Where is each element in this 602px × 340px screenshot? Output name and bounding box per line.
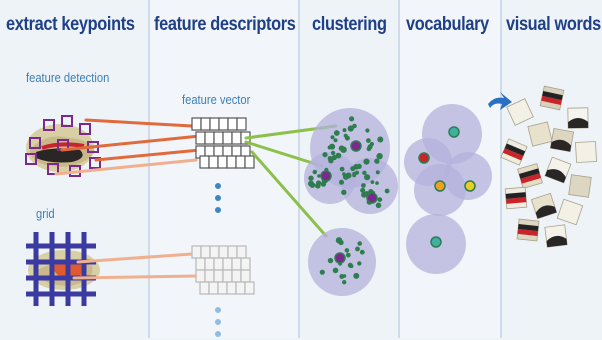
visual-word-patch [517, 163, 543, 189]
cluster-point [322, 152, 328, 158]
cluster-point [341, 189, 347, 195]
descriptor-ellipsis-bottom [215, 307, 221, 337]
visual-word-patch [530, 192, 558, 220]
cluster-point [342, 280, 347, 285]
detected-image [26, 124, 95, 172]
descriptor-stack-bottom [191, 245, 255, 295]
visual-word-patch [556, 198, 584, 226]
cluster-point [375, 159, 380, 164]
cluster-point [339, 166, 345, 172]
keypoint-to-descriptor-links [54, 118, 202, 280]
cluster-point [377, 197, 383, 203]
cluster-point [357, 241, 363, 246]
cluster-point [330, 135, 335, 140]
cluster-point [342, 274, 347, 278]
cluster-point [347, 125, 354, 132]
cluster-point [365, 128, 370, 133]
cluster-point [330, 150, 336, 156]
cluster-point [357, 261, 362, 266]
cluster-point [384, 188, 390, 194]
sublabel-feature-detection: feature detection [26, 70, 110, 85]
visual-word-patch [527, 121, 553, 147]
cluster-point [366, 138, 371, 144]
cluster-point [315, 183, 321, 189]
stage-label-extract-keypoints: extract keypoints [6, 14, 135, 35]
cluster-point [363, 158, 370, 165]
cluster-point [320, 181, 327, 187]
vocabulary-regions [404, 104, 492, 274]
cluster-point [345, 252, 351, 258]
visual-word-patch [567, 107, 589, 129]
cluster-point [361, 183, 366, 188]
arrow-icon [488, 92, 512, 110]
cluster-point [329, 143, 336, 150]
cluster-point [376, 153, 383, 160]
cluster-point [319, 269, 325, 275]
visual-word-patch [568, 174, 592, 198]
visual-word-patch [549, 127, 575, 153]
stage-label-clustering: clustering [312, 14, 387, 35]
cluster-point [344, 248, 350, 253]
cluster-point [375, 202, 382, 209]
cluster-point [332, 267, 339, 274]
cluster-point [327, 257, 334, 264]
cluster-point [375, 181, 379, 185]
keypoint-boxes [25, 115, 101, 177]
cluster-point [367, 144, 373, 150]
cluster-point [335, 237, 343, 244]
visual-word-patch [544, 224, 568, 248]
cluster-point [353, 164, 359, 170]
cluster-point [359, 249, 365, 255]
visual-word-patch [575, 141, 597, 163]
visual-word-patch [539, 85, 565, 111]
visual-word-centers [418, 126, 476, 248]
cluster-point [342, 128, 347, 133]
cluster-point [327, 156, 333, 161]
cluster-point [349, 116, 355, 122]
cluster-point [312, 169, 318, 175]
cluster-point [354, 170, 360, 175]
visual-word-patch [506, 98, 534, 126]
cluster-point [362, 170, 367, 175]
descriptor-stack-top [191, 117, 255, 169]
cluster-point [317, 174, 321, 178]
cluster-centers [320, 140, 378, 264]
cluster-point [375, 170, 380, 175]
cluster-point [377, 136, 384, 143]
cluster-point [353, 272, 360, 279]
cluster-point [342, 172, 346, 176]
panel-dividers [148, 0, 502, 338]
cluster-point [364, 174, 371, 181]
stage-label-feature-descriptors: feature descriptors [154, 14, 296, 35]
cluster-point [331, 154, 337, 161]
cluster-point [333, 130, 340, 136]
cluster-point [355, 246, 360, 252]
cluster-point [344, 174, 349, 179]
cluster-point [352, 173, 357, 178]
cluster-point [338, 145, 345, 152]
cluster-point [333, 138, 338, 143]
sublabel-grid: grid [36, 206, 55, 221]
cluster-point [343, 133, 348, 138]
sublabel-feature-vector: feature vector [182, 92, 251, 107]
visual-word-patch [516, 218, 540, 242]
grid-image [28, 250, 100, 290]
visual-word-patch [544, 156, 572, 184]
cluster-point [349, 264, 354, 269]
stage-label-visual-words: visual words [506, 14, 601, 35]
cluster-point [339, 179, 344, 185]
cluster-point [360, 188, 365, 193]
visual-word-patch [500, 138, 528, 166]
descriptor-ellipsis-top [215, 183, 221, 213]
cluster-point [370, 180, 375, 185]
sampling-grid [26, 232, 96, 306]
cluster-point [308, 175, 314, 181]
visual-word-patches [500, 85, 597, 248]
visual-word-patch [504, 186, 528, 210]
cluster-point [309, 182, 316, 188]
stage-label-vocabulary: vocabulary [406, 14, 489, 35]
